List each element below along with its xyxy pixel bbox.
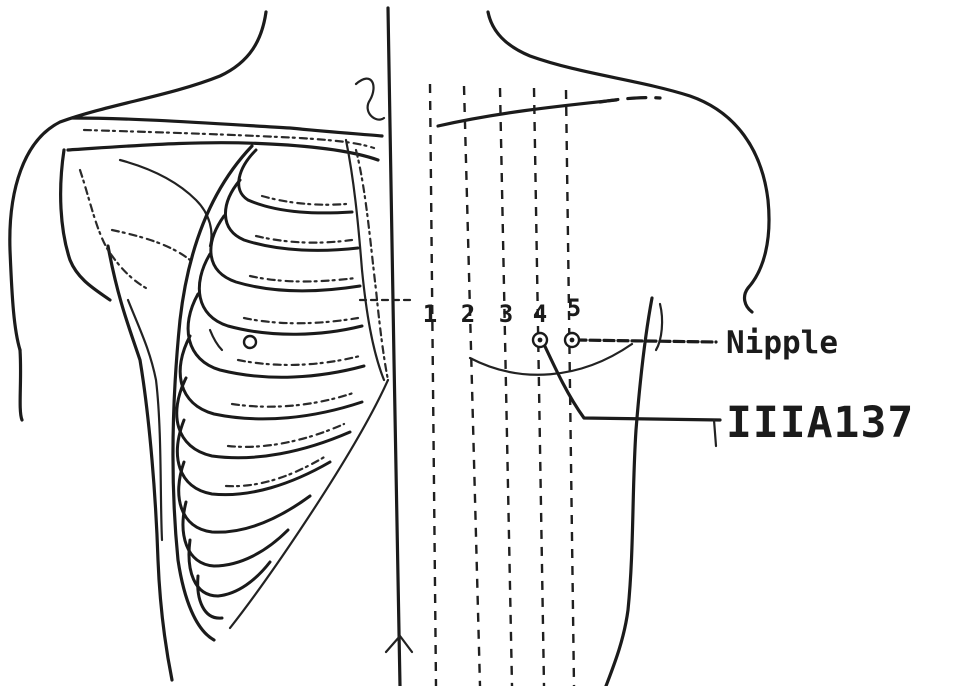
dashed-line-4: [534, 88, 544, 686]
rib-9: [179, 462, 310, 532]
shoulder-joint: [120, 160, 211, 246]
rib-shading-2: [256, 236, 352, 243]
right-neck-line: [488, 12, 769, 312]
rib-2: [225, 180, 358, 250]
annotation-points: [533, 333, 720, 420]
point-code-label: IIIA137: [726, 398, 914, 448]
right-torso-inner: [656, 304, 662, 350]
rib-11: [189, 540, 270, 596]
rib-shading-1: [262, 196, 346, 205]
left-chest-mark: [210, 330, 222, 350]
sternal-midline: [388, 8, 400, 686]
rib-shading-4: [244, 318, 358, 323]
midline: [356, 8, 412, 686]
costal-margin: [230, 380, 388, 628]
left-arm-edge: [20, 350, 22, 420]
upper-arm-bone: [112, 230, 190, 260]
left-torso-side: [108, 246, 172, 680]
dashed-line-2: [464, 86, 480, 686]
column-number-5: 5: [567, 294, 581, 322]
rib-shading-3: [250, 276, 356, 282]
sternum-edge: [346, 140, 384, 380]
scapula-edge: [61, 150, 110, 300]
left-neck-line: [10, 12, 266, 350]
right-clavicle-tip: [600, 98, 660, 102]
dashed-line-3: [500, 88, 512, 686]
rib-3: [211, 216, 360, 291]
left-chest-point: [244, 336, 256, 348]
column-number-2: 2: [461, 300, 475, 328]
column-number-1: 1: [423, 300, 437, 328]
labels: Nipple IIIA137: [714, 325, 914, 448]
nipple-label: Nipple: [726, 325, 838, 361]
nipple-leader-line: [576, 340, 716, 342]
column-numbers: 1 2 3 4 5: [423, 294, 581, 328]
rib-cage: [173, 146, 388, 640]
dashed-line-1: [430, 84, 436, 686]
column-number-3: 3: [499, 300, 513, 328]
rib-shading-7: [228, 424, 344, 447]
column-number-4: 4: [533, 300, 547, 328]
rib-shading-5: [238, 356, 360, 365]
left-clavicle-upper: [72, 118, 382, 136]
neck-squiggle: [356, 79, 384, 120]
left-clavicle-lower: [68, 143, 378, 160]
rib-10: [183, 502, 288, 566]
acupoint-marker-center: [538, 338, 543, 343]
rib-shading-6: [232, 392, 356, 407]
nipple-marker-center: [570, 338, 575, 343]
point-label-tick: [714, 420, 716, 446]
